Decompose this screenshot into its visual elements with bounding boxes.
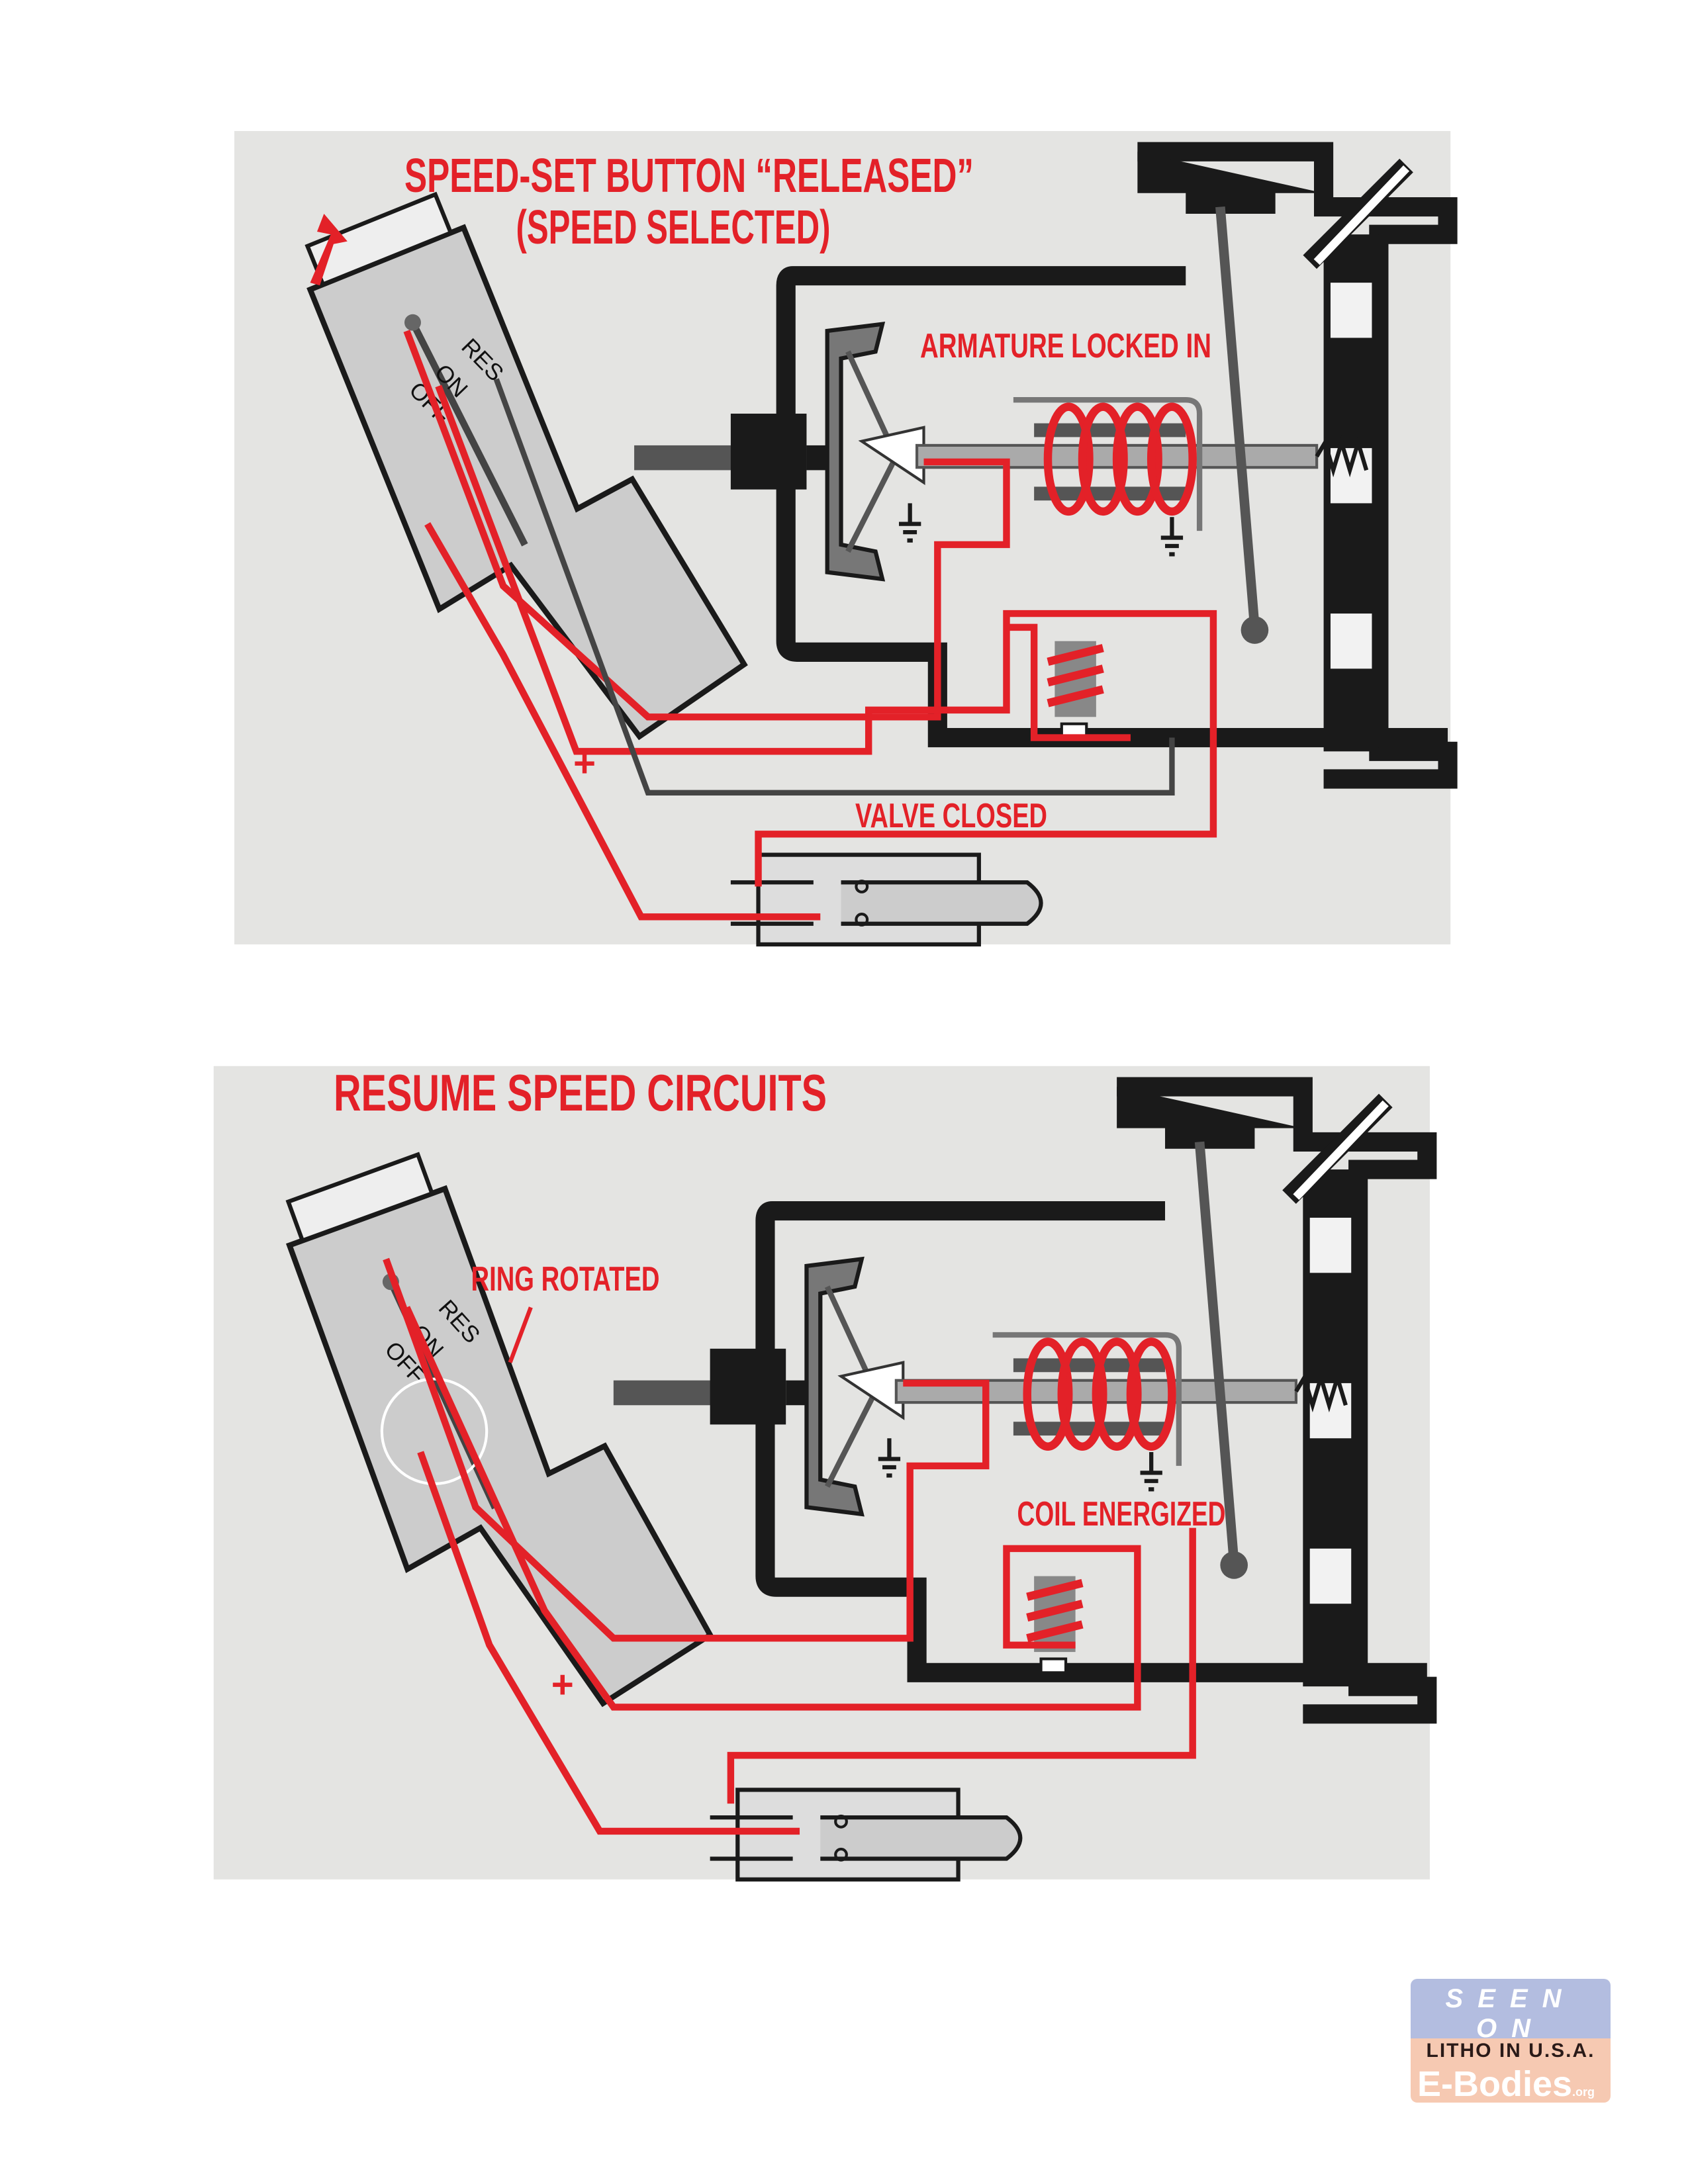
label-armature-locked-in: ARMATURE LOCKED IN bbox=[920, 327, 1211, 365]
positive-terminal-label: + bbox=[573, 742, 596, 785]
panel1-title-line1: SPEED-SET BUTTON “RELEASED” bbox=[404, 150, 974, 203]
panel2-title: RESUME SPEED CIRCUITS bbox=[334, 1064, 827, 1122]
label-ring-rotated: RING ROTATED bbox=[471, 1260, 660, 1298]
label-coil-energized: COIL ENERGIZED bbox=[1017, 1495, 1226, 1533]
logo-brand: E-Bodies.org bbox=[1417, 2064, 1595, 2103]
circuit-wires bbox=[383, 1257, 1196, 1835]
panel-speed-set-released: RES ON OFF + bbox=[234, 131, 1450, 944]
logo-litho: LITHO IN U.S.A. bbox=[1426, 2040, 1595, 2062]
logo-brand-name: E-Bodies bbox=[1417, 2064, 1573, 2103]
panel-resume-speed-circuits: RES ON OFF + bbox=[214, 1066, 1430, 1880]
logo-brand-tld: .org bbox=[1572, 2085, 1595, 2099]
positive-terminal-label: + bbox=[551, 1663, 574, 1706]
panel1-title-line2: (SPEED SELECTED) bbox=[516, 201, 831, 254]
arrow-up-icon bbox=[310, 213, 348, 286]
logo-seen-on: SEEN ON bbox=[1445, 1984, 1576, 2043]
circuit-wires bbox=[403, 330, 1217, 921]
label-valve-closed: VALVE CLOSED bbox=[855, 797, 1047, 835]
seen-on-ebodies-logo: SEEN ON LITHO IN U.S.A. E-Bodies.org bbox=[1411, 1979, 1611, 2103]
